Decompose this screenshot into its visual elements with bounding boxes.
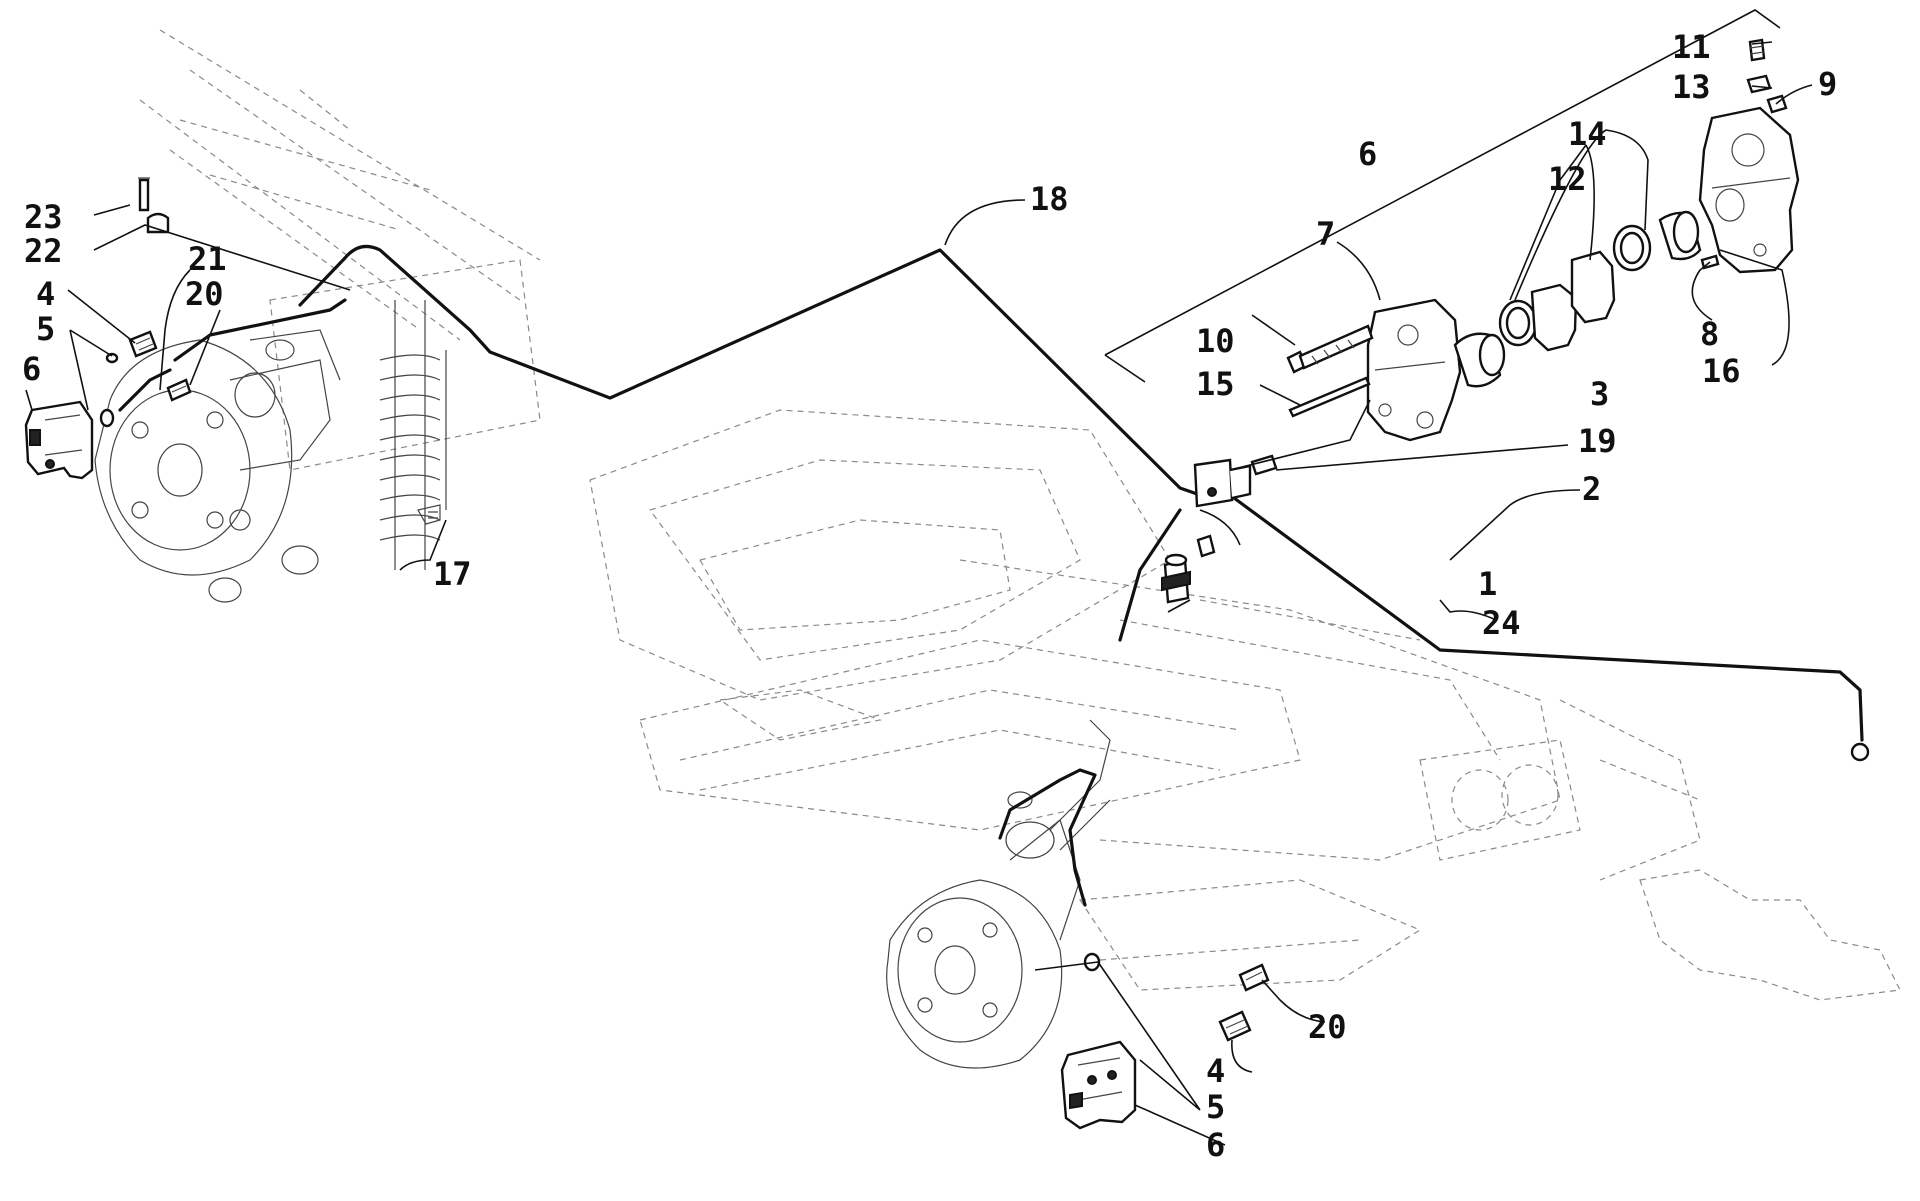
caliper-half-16 <box>1698 106 1800 274</box>
callout-15: 15 <box>1196 365 1235 403</box>
callout-13: 13 <box>1672 68 1711 106</box>
rear-wheel-hub <box>94 329 341 603</box>
rear-brake-caliper <box>24 400 94 480</box>
caliper-piston-left <box>1453 332 1506 388</box>
brake-line-2 <box>1208 493 1864 742</box>
rear-shock-spring <box>379 300 441 570</box>
piston-seal-left <box>1498 299 1538 347</box>
callout-18: 18 <box>1030 180 1069 218</box>
callout-6-group: 6 <box>1358 135 1377 173</box>
callout-5-rear: 5 <box>36 310 55 348</box>
brake-pad-left <box>1530 283 1578 352</box>
bleeder-valve-11 <box>1748 38 1766 62</box>
caliper-half-7 <box>1366 298 1462 442</box>
callout-19: 19 <box>1578 422 1617 460</box>
callout-5-front: 5 <box>1206 1088 1225 1126</box>
callout-8: 8 <box>1700 315 1719 353</box>
fitting-1 <box>1196 534 1216 558</box>
callout-6-rear: 6 <box>22 350 41 388</box>
callout-16: 16 <box>1702 352 1741 390</box>
callout-23: 23 <box>24 198 63 236</box>
caliper-exploded-view <box>1104 9 1800 442</box>
front-brake-hose <box>998 768 1097 907</box>
front-caliper-bolt-4 <box>1218 1010 1252 1042</box>
callout-22: 22 <box>24 232 63 270</box>
callout-6-front: 6 <box>1206 1126 1225 1164</box>
rear-caliper-washer-5 <box>99 352 119 428</box>
callout-labels: 23 22 4 21 20 5 6 17 18 6 7 10 15 12 14 … <box>22 28 1837 1164</box>
callout-20-front: 20 <box>1308 1008 1347 1046</box>
rear-caliper-hose-21 <box>118 368 172 412</box>
callout-7: 7 <box>1316 215 1335 253</box>
front-bleeder-20 <box>1238 963 1270 992</box>
piston-seal-right <box>1612 224 1652 272</box>
callout-2: 2 <box>1582 470 1601 508</box>
caliper-piston-right <box>1658 210 1702 261</box>
callout-1: 1 <box>1478 565 1497 603</box>
caliper-pin-15 <box>1288 376 1371 418</box>
callout-4-rear: 4 <box>36 275 55 313</box>
brake-pad-right <box>1570 250 1616 324</box>
caliper-bolt-10 <box>1286 324 1374 374</box>
line-bracket-17 <box>417 350 447 525</box>
brake-junction-3 <box>1193 458 1252 508</box>
brake-lines <box>118 244 1870 907</box>
brake-line-18 <box>488 248 1202 497</box>
callout-14: 14 <box>1568 115 1607 153</box>
callout-4-front: 4 <box>1206 1052 1225 1090</box>
clamp-screw-23 <box>138 177 150 212</box>
callout-10: 10 <box>1196 322 1235 360</box>
front-brake-caliper <box>1060 1040 1137 1130</box>
callout-12: 12 <box>1548 160 1587 198</box>
leader-lines <box>25 41 1813 1146</box>
brake-switch-24 <box>1161 553 1191 604</box>
callout-3: 3 <box>1590 375 1609 413</box>
callout-11: 11 <box>1672 28 1711 66</box>
callout-21: 21 <box>188 240 227 278</box>
callout-20-rear: 20 <box>185 275 224 313</box>
rear-bleeder-20 <box>166 378 192 402</box>
bleeder-cap-13 <box>1746 74 1772 94</box>
callout-9: 9 <box>1818 65 1837 103</box>
callout-24: 24 <box>1482 604 1521 642</box>
rear-caliper-bolt-4 <box>128 330 158 358</box>
vehicle-frame-outline <box>139 29 1901 1001</box>
callout-17: 17 <box>433 555 472 593</box>
front-wheel-hub <box>886 719 1111 1069</box>
